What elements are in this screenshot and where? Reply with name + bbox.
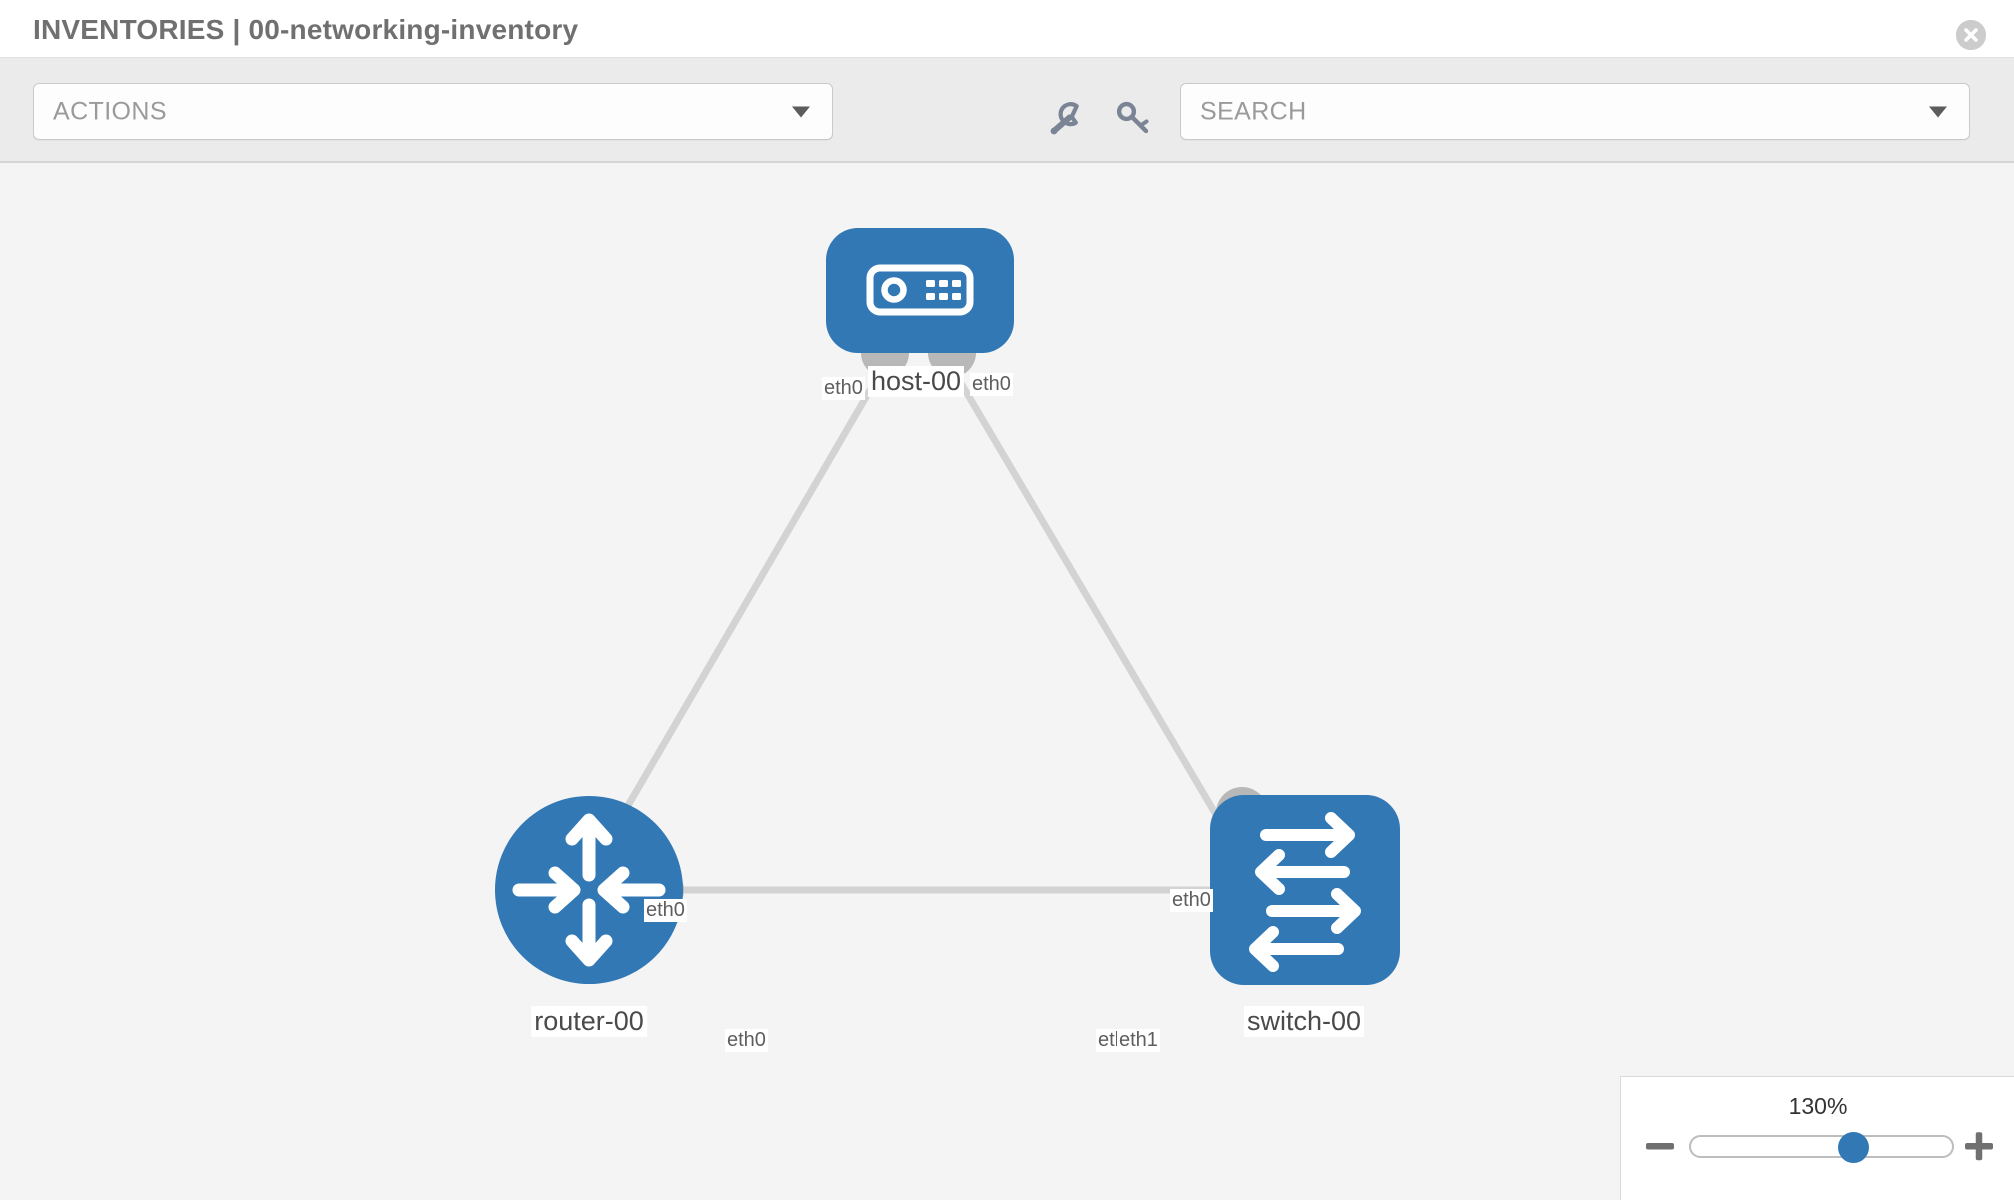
search-input[interactable]: SEARCH [1180,83,1970,140]
minus-icon[interactable] [1643,1129,1677,1163]
actions-dropdown-label: ACTIONS [53,97,167,125]
wrench-icon[interactable] [1046,98,1086,138]
edge-label-port: eth0 [822,377,865,400]
edge-host-switch [951,369,1232,839]
switch-arrows-icon [1249,812,1361,972]
page-title: INVENTORIES | 00-networking-inventory [33,14,579,45]
page-header: INVENTORIES | 00-networking-inventory [0,0,2014,68]
node-label-switch: switch-00 [1243,1006,1365,1038]
topology-canvas[interactable]: host-00 router-00 switch-00 eth0 eth0 et… [0,163,2014,1200]
node-switch-00[interactable] [1210,795,1400,985]
zoom-slider[interactable] [1689,1132,1954,1163]
chevron-down-icon [792,106,810,117]
plus-icon[interactable] [1962,1129,1996,1163]
server-icon [866,264,974,316]
edge-label-port: eth0 [644,899,687,922]
edge-label-port: eth1 [1117,1029,1160,1052]
node-label-host: host-00 [867,366,965,398]
zoom-slider-thumb[interactable] [1838,1132,1869,1163]
toolbar: ACTIONS SEARCH [0,57,2014,163]
router-arrows-icon [512,813,666,967]
node-label-router: router-00 [531,1006,647,1038]
edge-host-router [608,369,884,837]
edge-label-port: eth0 [1170,889,1213,912]
search-placeholder: SEARCH [1200,97,1307,125]
key-icon[interactable] [1113,98,1153,138]
chevron-down-icon [1929,106,1947,117]
actions-dropdown[interactable]: ACTIONS [33,83,833,140]
edge-label-port: eth0 [725,1029,768,1052]
zoom-control: 130% [1620,1076,2014,1200]
edge-label-port: eth0 [970,373,1013,396]
close-icon[interactable] [1956,20,1986,50]
node-router-00[interactable] [495,796,683,984]
node-host-00[interactable] [826,228,1014,353]
edge-group [608,369,1239,894]
zoom-level-value: 130% [1788,1093,1848,1119]
topology-graph [495,228,1400,985]
